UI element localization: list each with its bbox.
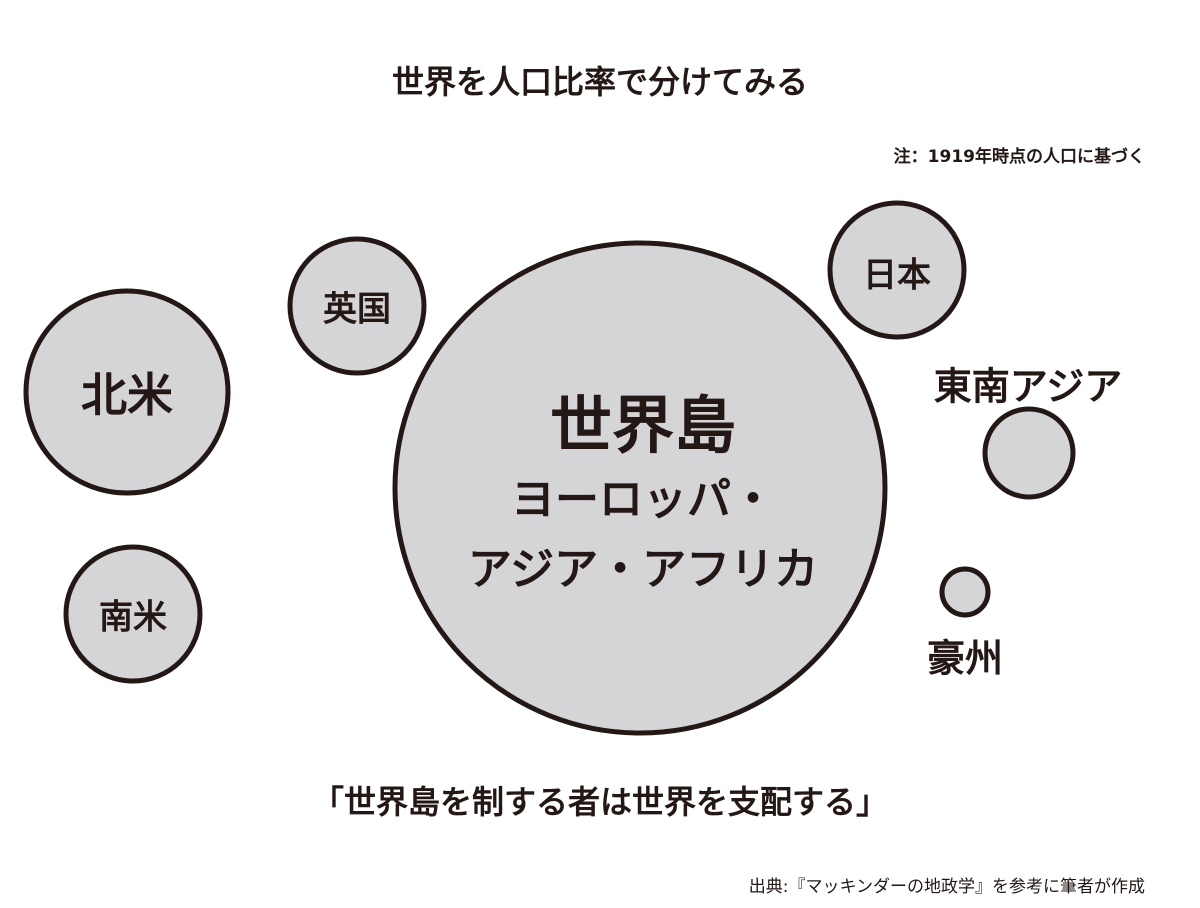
japan-label: 日本: [863, 255, 931, 296]
quote: 「世界島を制する者は世界を支配する」: [311, 783, 889, 821]
south-america-circle: [63, 544, 203, 684]
uk-circle: [287, 236, 427, 376]
world-island-sub2: アジア・アフリカ: [467, 544, 819, 595]
north-america-circle: [23, 288, 231, 496]
japan-circle: [827, 200, 967, 340]
diagram-title: 世界を人口比率で分けてみる: [391, 63, 809, 101]
world-island-circle: [392, 240, 888, 736]
australia-label: 豪州: [926, 636, 1004, 681]
world-island-label: 世界島: [549, 389, 737, 462]
southeast-asia-circle: [982, 406, 1076, 500]
source: 出典:『マッキンダーの地政学』を参考に筆者が作成: [748, 877, 1145, 897]
uk-label: 英国: [323, 289, 391, 330]
south-america-label: 南米: [99, 597, 167, 638]
north-america-label: 北米: [81, 368, 173, 422]
australia-circle: [939, 566, 991, 618]
note: 注：1919年時点の人口に基づく: [893, 147, 1145, 167]
world-island-sub1: ヨーロッパ・: [511, 474, 775, 525]
southeast-asia-label: 東南アジア: [933, 364, 1123, 409]
